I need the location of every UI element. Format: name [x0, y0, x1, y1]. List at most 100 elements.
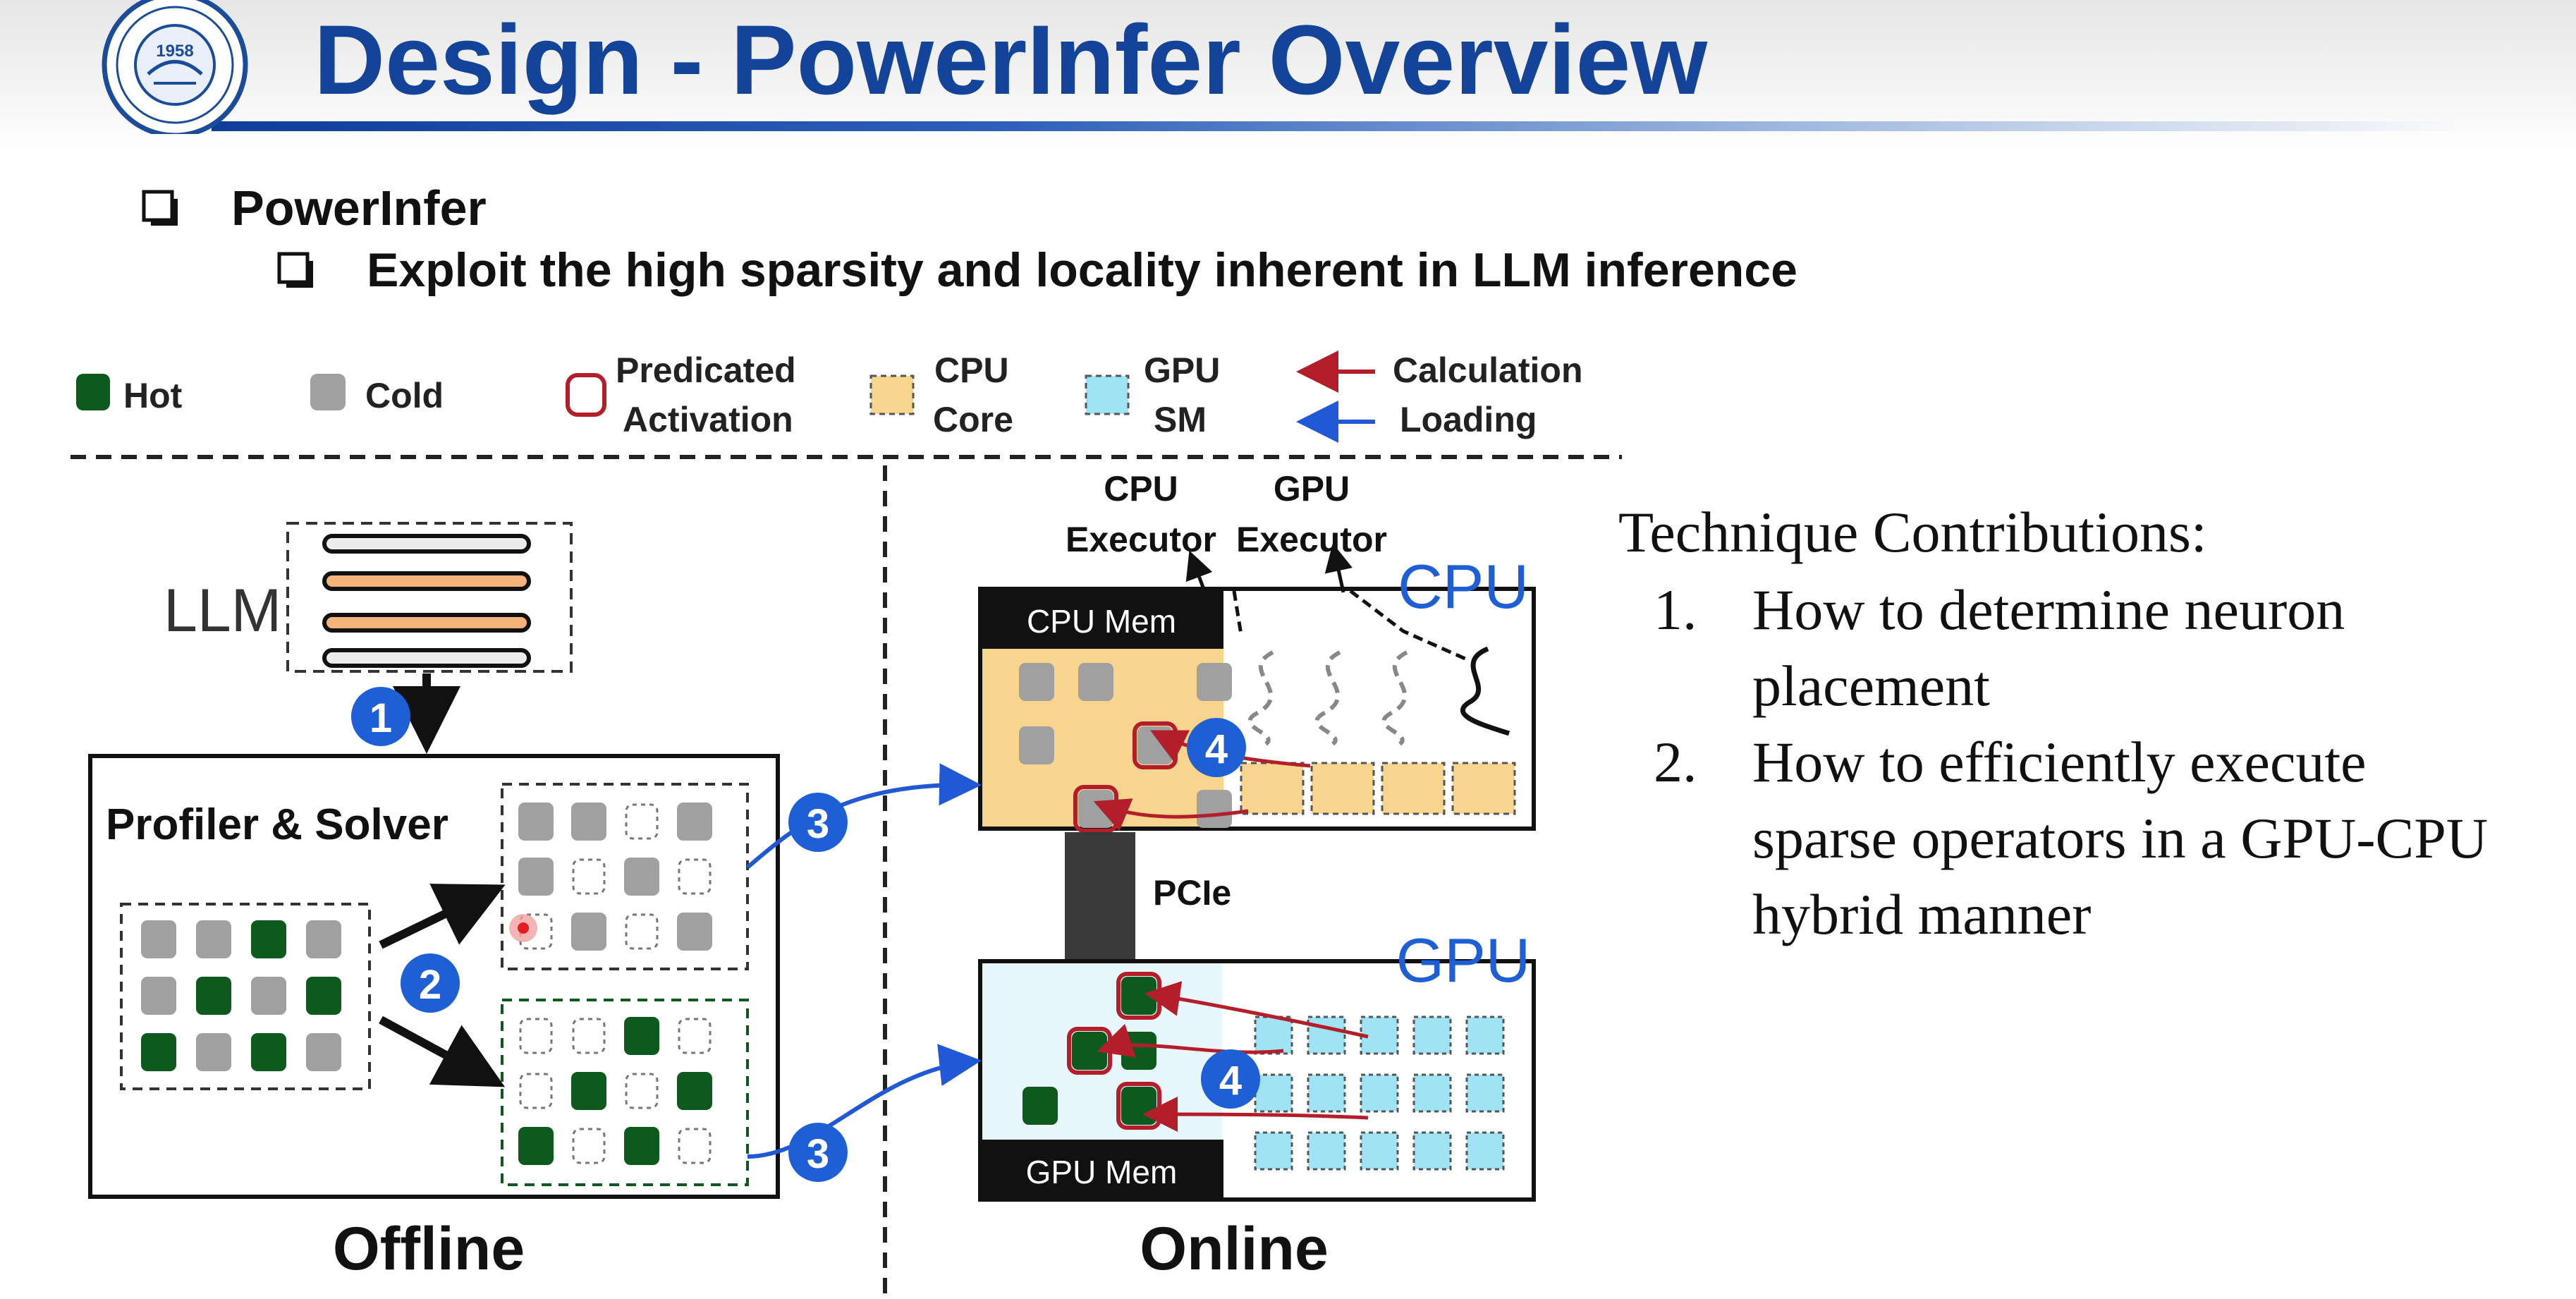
offline-caption: Offline — [333, 1215, 525, 1283]
cpu-thread-squiggle — [1314, 650, 1341, 746]
legend-predicated-label-1: Predicated — [616, 350, 796, 390]
cpu-thread-squiggle — [1247, 650, 1274, 746]
calc-arrow-cpu-2 — [1093, 798, 1249, 831]
gpu-sm — [1307, 1073, 1346, 1113]
cpu-thread-squiggle — [1381, 650, 1408, 746]
cold-partition-box — [501, 783, 749, 970]
cold-neuron — [196, 920, 231, 958]
sub-bullet-square-icon — [277, 252, 313, 288]
empty-slot — [678, 1018, 712, 1054]
technique-item-1-line-2: placement — [1752, 654, 1990, 718]
gpu-sm — [1465, 1131, 1505, 1171]
cpu-threads — [1232, 590, 1510, 746]
step-badge-4-gpu: 4 — [1201, 1049, 1260, 1109]
cold-neuron — [306, 1033, 341, 1071]
hot-neuron — [624, 1127, 659, 1165]
gpu-sm — [1412, 1016, 1452, 1055]
split-arrow-lower — [379, 1016, 506, 1087]
cpu-mem-label: CPU Mem — [1027, 603, 1176, 640]
calc-arrow-gpu-2 — [1097, 1023, 1284, 1058]
cold-neuron — [1197, 663, 1232, 701]
step-badge-2: 2 — [401, 953, 460, 1013]
cold-neuron — [518, 858, 554, 896]
hot-neuron — [1121, 1032, 1156, 1070]
hot-partition-box — [501, 999, 749, 1186]
online-caption: Online — [1140, 1215, 1329, 1283]
cpu-core — [1451, 762, 1516, 815]
step-badge-3-gpu: 3 — [788, 1123, 848, 1182]
gpu-sm — [1254, 1016, 1293, 1055]
gpu-executor-label-1: GPU — [1274, 469, 1350, 508]
split-arrow-upper — [379, 884, 506, 949]
cold-neuron — [1197, 790, 1232, 828]
slide-title: Design - PowerInfer Overview — [314, 4, 1708, 115]
online-section: CPU Executor GPU Executor CPU Mem CPU PC… — [978, 469, 1536, 1283]
predicated-hot-neuron — [1121, 977, 1156, 1015]
cursor-dot — [518, 922, 529, 934]
bullet-powerinfer: PowerInfer — [231, 181, 487, 236]
cold-neuron — [624, 858, 659, 896]
neuron-matrix — [141, 920, 341, 1071]
hot-neuron — [571, 1072, 606, 1110]
cpu-executor-arrow — [1185, 550, 1215, 614]
cold-neuron — [677, 803, 712, 841]
predicated-hot-neuron — [1072, 1032, 1107, 1070]
empty-slot — [519, 1073, 553, 1109]
load-arrow-cpu — [746, 763, 982, 870]
svg-text:2: 2 — [419, 962, 441, 1008]
legend-predicated-label-2: Activation — [623, 400, 793, 439]
cpu-executor-label-2: Executor — [1066, 520, 1216, 559]
technique-item-2-line-3: hybrid manner — [1752, 882, 2092, 946]
hot-neuron — [518, 1127, 554, 1165]
gpu-sm — [1307, 1131, 1346, 1171]
hot-neuron — [196, 977, 231, 1015]
legend-predicated-swatch — [566, 373, 606, 417]
legend-gpu-sm-label-2: SM — [1154, 400, 1207, 439]
svg-text:4: 4 — [1219, 1058, 1242, 1104]
empty-slot — [572, 1018, 606, 1054]
cpu-core — [1240, 762, 1305, 815]
gpu-label: GPU — [1396, 925, 1531, 995]
cold-neuron — [571, 913, 606, 951]
legend-gpu-sm-swatch — [1085, 374, 1130, 415]
svg-text:4: 4 — [1205, 726, 1228, 772]
cold-neuron — [196, 1033, 231, 1071]
predicated-cold-neuron — [1078, 790, 1113, 828]
legend-cold-label: Cold — [365, 376, 444, 415]
profiler-solver-label: Profiler & Solver — [106, 800, 448, 849]
hot-neuron — [1023, 1087, 1058, 1125]
technique-item-1-line-1: How to determine neuron — [1752, 578, 2345, 642]
university-logo: 1958 — [102, 0, 248, 134]
empty-slot — [572, 1128, 606, 1164]
neuron-matrix-box — [120, 903, 371, 1090]
gpu-sm — [1465, 1016, 1505, 1055]
gpu-sms — [1254, 1016, 1505, 1171]
cold-partition — [518, 803, 712, 951]
pcie-label: PCIe — [1153, 873, 1231, 913]
gpu-sm — [1360, 1131, 1399, 1171]
empty-slot — [625, 803, 659, 840]
hot-neuron — [141, 1033, 176, 1071]
cold-neuron — [518, 803, 554, 841]
gpu-mem-footer — [980, 1140, 1223, 1200]
gpu-sm — [1412, 1131, 1452, 1171]
title-underline — [212, 121, 2468, 131]
hot-neuron — [677, 1072, 712, 1110]
technique-heading: Technique Contributions: — [1618, 500, 2207, 564]
technique-item-2-line-1: How to efficiently execute — [1752, 730, 2367, 794]
cold-neuron — [1078, 663, 1113, 701]
step-badge-3-cpu: 3 — [788, 793, 848, 852]
hot-neuron — [251, 920, 286, 958]
executor-dashed-link — [1232, 590, 1243, 635]
gpu-executor-label-2: Executor — [1236, 520, 1387, 559]
llm-label: LLM — [164, 577, 281, 645]
calc-arrow-gpu-1 — [1144, 981, 1369, 1039]
llm-layer — [322, 571, 531, 591]
gpu-mem-label: GPU Mem — [1026, 1154, 1178, 1190]
hot-neuron — [251, 1033, 286, 1071]
calc-arrow-gpu-3 — [1142, 1097, 1369, 1133]
technique-item-2-number: 2. — [1654, 730, 1697, 794]
legend-calculation-label: Calculation — [1393, 350, 1582, 390]
cold-neuron — [251, 977, 286, 1015]
legend-hot-swatch — [76, 374, 110, 410]
